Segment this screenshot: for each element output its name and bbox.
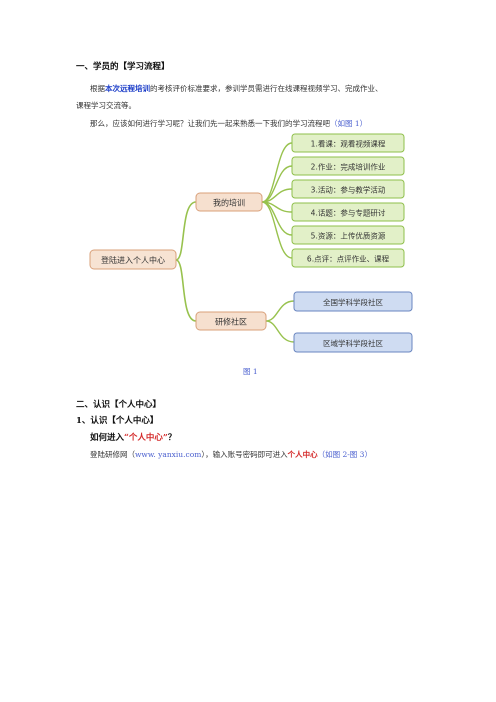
- section1-paragraph1-line2: 课程学习交流等。: [76, 101, 136, 110]
- figure23-ref: （如图 2-图 3）: [317, 450, 372, 459]
- leaf-node-activity[interactable]: 3.活动：参与教学活动: [291, 179, 405, 199]
- root-connectors: [175, 201, 197, 322]
- p2-main: 那么，应该如何进行学习呢？让我们先一起来熟悉一下我们的学习流程吧: [90, 119, 330, 128]
- question-pre: 如何进入: [90, 433, 125, 443]
- section2-question: 如何进入“个人中心”？: [90, 431, 176, 443]
- instruction-mid: ），输入账号密码即可进入: [201, 450, 288, 459]
- leaf-label: 2.作业：完成培训作业: [311, 161, 386, 171]
- question-emphasis: “个人中心”: [124, 433, 168, 443]
- figure1-caption: 图 1: [243, 367, 258, 376]
- leaf-node-review[interactable]: 6.点评：点评作业、课程: [291, 248, 405, 268]
- section1-paragraph1: 根据本次远程培训的考核评价标准要求，参训学员需进行在线课程视频学习、完成作业、: [90, 83, 383, 94]
- root-label: 登陆进入个人中心: [101, 255, 165, 265]
- leaf-label: 全国学科学段社区: [323, 297, 383, 307]
- section1-paragraph2: 那么，应该如何进行学习呢？让我们先一起来熟悉一下我们的学习流程吧（如图 1）: [90, 118, 367, 129]
- section2-subheading: 1、认识【个人中心】: [76, 416, 159, 426]
- section1-heading: 一、学员的【学习流程】: [76, 62, 170, 72]
- leaf-node-regional-community[interactable]: 区域学科学段社区: [293, 332, 413, 353]
- branch-label-training: 我的培训: [213, 197, 245, 207]
- branch-node-community[interactable]: 研修社区: [195, 311, 267, 331]
- leaf-node-homework[interactable]: 2.作业：完成培训作业: [291, 156, 405, 176]
- section2-heading: 二、认识【个人中心】: [76, 400, 162, 410]
- p1-post: 的考核评价标准要求，参训学员需进行在线课程视频学习、完成作业、: [150, 84, 383, 93]
- leaf-node-resource[interactable]: 5.资源：上传优质资源: [291, 225, 405, 245]
- root-node[interactable]: 登陆进入个人中心: [89, 249, 177, 270]
- branch-node-training[interactable]: 我的培训: [195, 192, 263, 212]
- question-post: ？: [167, 433, 177, 443]
- leaf-node-watch[interactable]: 1.看课：观看视频课程: [291, 133, 405, 153]
- leaf-label: 3.活动：参与教学活动: [311, 184, 386, 194]
- instruction-pre: 登陆研修网（: [90, 450, 135, 459]
- leaf-label: 区域学科学段社区: [323, 338, 383, 348]
- training-connectors: [261, 142, 293, 259]
- personal-center-emphasis: 个人中心: [287, 450, 318, 459]
- leaf-label: 5.资源：上传优质资源: [311, 230, 386, 240]
- leaf-label: 4.话题：参与专题研讨: [311, 207, 386, 217]
- p1-pre: 根据: [90, 84, 105, 93]
- leaf-node-topic[interactable]: 4.话题：参与专题研讨: [291, 202, 405, 222]
- branch-label-community: 研修社区: [215, 316, 247, 326]
- leaf-label: 6.点评：点评作业、课程: [307, 253, 390, 263]
- site-url-link[interactable]: www. yanxiu.com: [135, 450, 202, 459]
- training-link[interactable]: 本次远程培训: [105, 84, 150, 93]
- community-connectors: [265, 300, 295, 343]
- figure1-ref: （如图 1）: [330, 119, 368, 128]
- leaf-label: 1.看课：观看视频课程: [311, 138, 386, 148]
- section2-instruction: 登陆研修网（www. yanxiu.com），输入账号密码即可进入个人中心（如图…: [90, 449, 372, 460]
- leaf-node-national-community[interactable]: 全国学科学段社区: [293, 291, 413, 312]
